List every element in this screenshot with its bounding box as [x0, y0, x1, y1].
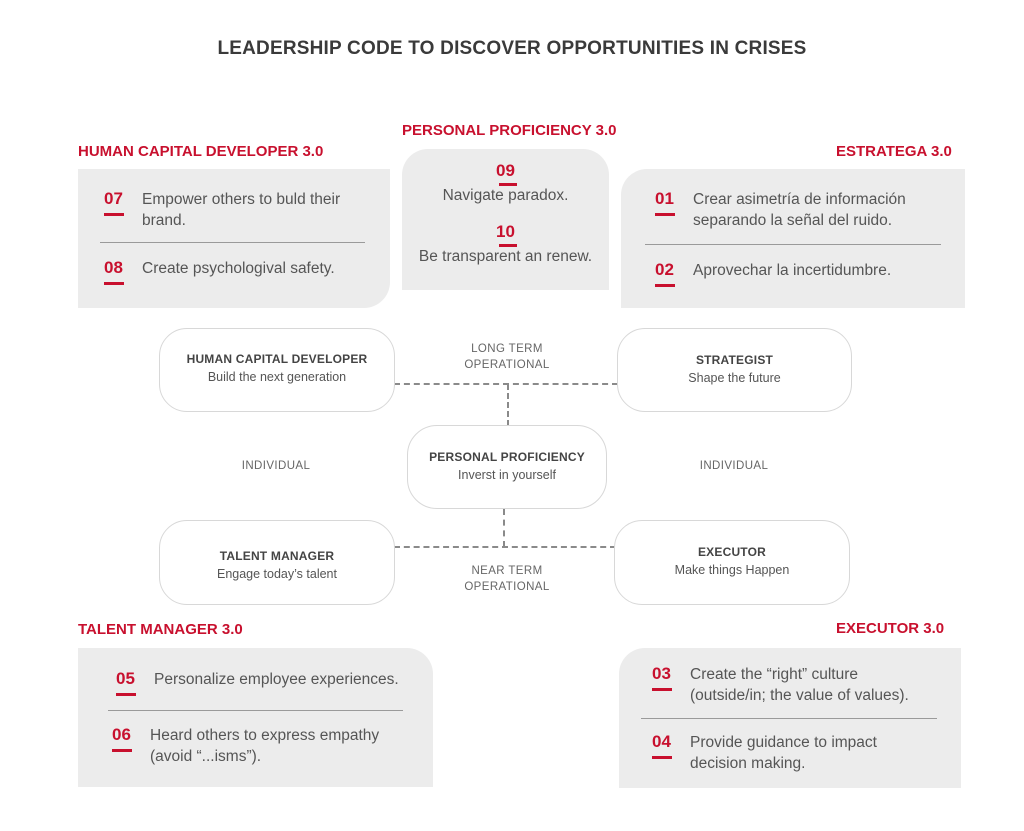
list-item: 03 Create the “right” culture (outside/i… — [652, 664, 952, 706]
list-item: 07 Empower others to buld their brand. — [104, 189, 364, 231]
node-subtitle: Engage today’s talent — [216, 567, 337, 581]
axis-label-line: OPERATIONAL — [464, 359, 550, 371]
node-title: EXECUTOR — [697, 545, 767, 559]
item-text: Heard others to express empathy (avoid “… — [150, 727, 380, 765]
axis-label-top: LONG TERM OPERATIONAL — [447, 341, 567, 373]
node-subtitle: Build the next generation — [207, 370, 347, 384]
item-text: Crear asimetría de información separando… — [693, 191, 906, 229]
axis-label-line: LONG TERM — [471, 343, 543, 355]
section-label-personal: PERSONAL PROFICIENCY 3.0 — [402, 122, 617, 139]
item-number: 09 — [496, 161, 517, 186]
divider — [641, 718, 937, 719]
list-item: 09 Navigate paradox. — [402, 161, 609, 205]
item-text: Provide guidance to impact decision maki… — [690, 734, 877, 772]
connector-top — [394, 383, 618, 385]
section-label-estratega: ESTRATEGA 3.0 — [836, 143, 952, 160]
item-number: 06 — [112, 725, 150, 752]
node-title: TALENT MANAGER — [219, 549, 335, 563]
section-label-executor: EXECUTOR 3.0 — [836, 620, 945, 637]
item-number: 02 — [655, 260, 693, 287]
axis-label-left: INDIVIDUAL — [241, 460, 311, 472]
panel-personal: 09 Navigate paradox. 10 Be transparent a… — [402, 149, 609, 290]
axis-label-line: OPERATIONAL — [464, 581, 550, 593]
page-title: LEADERSHIP CODE TO DISCOVER OPPORTUNITIE… — [217, 38, 807, 59]
panel-executor: 03 Create the “right” culture (outside/i… — [619, 648, 961, 788]
list-item: 02 Aprovechar la incertidumbre. — [655, 260, 955, 287]
axis-label-bottom: NEAR TERM OPERATIONAL — [447, 563, 567, 595]
node-subtitle: Make things Happen — [674, 563, 790, 577]
section-label-talent: TALENT MANAGER 3.0 — [78, 621, 243, 638]
connector-bottom — [394, 546, 616, 548]
panel-human-capital: 07 Empower others to buld their brand. 0… — [78, 169, 390, 308]
item-number: 01 — [655, 189, 693, 216]
node-personal-proficiency: PERSONAL PROFICIENCY Inverst in yourself — [407, 425, 607, 509]
node-title: HUMAN CAPITAL DEVELOPER — [186, 352, 368, 366]
node-executor: EXECUTOR Make things Happen — [614, 520, 850, 605]
item-number: 07 — [104, 189, 142, 216]
item-number: 05 — [116, 669, 154, 696]
item-number: 08 — [104, 258, 142, 285]
section-label-human-capital: HUMAN CAPITAL DEVELOPER 3.0 — [78, 143, 324, 160]
node-subtitle: Shape the future — [688, 371, 781, 385]
item-number: 10 — [496, 222, 517, 247]
item-text: Create psychologival safety. — [142, 260, 335, 277]
item-text: Empower others to buld their brand. — [142, 191, 341, 229]
node-strategist: STRATEGIST Shape the future — [617, 328, 852, 412]
panel-estratega: 01 Crear asimetría de información separa… — [621, 169, 965, 308]
divider — [100, 242, 365, 243]
divider — [108, 710, 403, 711]
list-item: 05 Personalize employee experiences. — [116, 669, 416, 696]
item-text: Personalize employee experiences. — [154, 671, 399, 688]
node-subtitle: Inverst in yourself — [458, 468, 556, 482]
node-title: PERSONAL PROFICIENCY — [429, 450, 585, 464]
node-human-capital-developer: HUMAN CAPITAL DEVELOPER Build the next g… — [159, 328, 395, 412]
connector-top-vertical — [507, 384, 509, 426]
node-title: STRATEGIST — [695, 353, 774, 367]
item-number: 03 — [652, 664, 690, 691]
item-text: Create the “right” culture (outside/in; … — [690, 666, 909, 704]
divider — [645, 244, 941, 245]
item-text: Aprovechar la incertidumbre. — [693, 262, 892, 279]
axis-label-right: INDIVIDUAL — [699, 460, 769, 472]
axis-label-line: NEAR TERM — [471, 565, 543, 577]
list-item: 01 Crear asimetría de información separa… — [655, 189, 955, 231]
list-item: 10 Be transparent an renew. — [402, 222, 609, 266]
item-number: 04 — [652, 732, 690, 759]
list-item: 06 Heard others to express empathy (avoi… — [112, 725, 412, 767]
node-talent-manager: TALENT MANAGER Engage today’s talent — [159, 520, 395, 605]
connector-bottom-vertical — [503, 509, 505, 547]
panel-talent: 05 Personalize employee experiences. 06 … — [78, 648, 433, 787]
item-text: Be transparent an renew. — [418, 248, 593, 265]
item-text: Navigate paradox. — [442, 187, 569, 204]
list-item: 08 Create psychologival safety. — [104, 258, 364, 285]
list-item: 04 Provide guidance to impact decision m… — [652, 732, 952, 774]
